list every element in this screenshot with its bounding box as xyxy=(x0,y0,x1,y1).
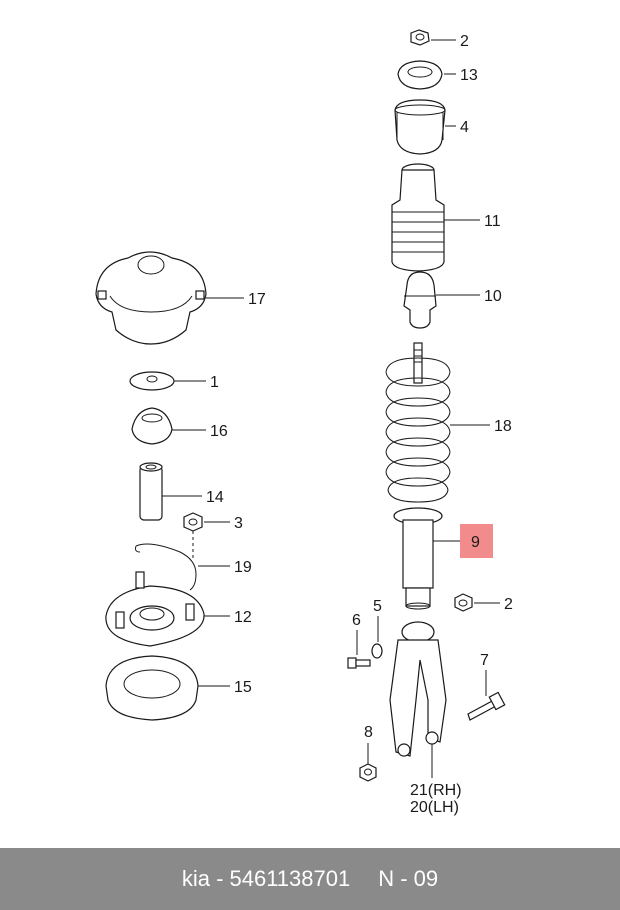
callout-1: 1 xyxy=(210,374,219,391)
spring-seat xyxy=(105,655,230,721)
upper-washer xyxy=(397,60,456,90)
parts-diagram: 2 13 4 11 10 xyxy=(95,29,513,816)
long-bolt xyxy=(467,691,506,721)
callout-2-top: 2 xyxy=(460,33,469,50)
callout-4: 4 xyxy=(460,119,469,136)
footer-part-number: kia - 5461138701 xyxy=(181,866,351,891)
callout-3: 3 xyxy=(234,515,243,532)
mount-bracket xyxy=(105,571,230,647)
lower-fork xyxy=(389,621,447,778)
callout-18: 18 xyxy=(494,418,512,435)
washer-1 xyxy=(129,371,206,391)
strut-mount xyxy=(95,251,244,345)
callout-14: 14 xyxy=(206,489,224,506)
insulator-16 xyxy=(131,407,206,445)
callout-11: 11 xyxy=(484,213,501,230)
callout-6: 6 xyxy=(352,612,361,629)
callout-8: 8 xyxy=(364,724,373,741)
callout-5: 5 xyxy=(373,598,382,615)
spacer-14 xyxy=(139,462,202,521)
footer-bar: kia - 5461138701 N - 09 xyxy=(0,848,620,910)
nut-top xyxy=(410,29,456,46)
callout-13: 13 xyxy=(460,67,478,84)
callout-9-highlight xyxy=(460,524,493,558)
callout-16: 16 xyxy=(210,423,228,440)
nut-8 xyxy=(359,763,377,782)
clip-19 xyxy=(135,543,230,591)
callout-17: 17 xyxy=(248,291,266,308)
callout-9: 9 xyxy=(471,534,480,551)
callout-2-bottom: 2 xyxy=(504,596,513,613)
bump-stop xyxy=(403,271,480,329)
callout-15: 15 xyxy=(234,679,252,696)
nut-3 xyxy=(183,512,230,558)
footer-reference: N - 09 xyxy=(378,866,439,891)
small-bolt xyxy=(347,657,371,669)
dust-cap xyxy=(394,99,456,155)
callout-19: 19 xyxy=(234,559,252,576)
nut-lower xyxy=(454,593,500,612)
washer-small xyxy=(371,643,383,659)
callout-7: 7 xyxy=(480,652,489,669)
callout-20: 20(LH) xyxy=(410,799,459,816)
coil-spring xyxy=(385,342,490,503)
callout-12: 12 xyxy=(234,609,252,626)
callout-10: 10 xyxy=(484,288,502,305)
callout-21: 21(RH) xyxy=(410,782,462,799)
dust-boot xyxy=(391,163,480,272)
shock-absorber xyxy=(393,507,460,610)
